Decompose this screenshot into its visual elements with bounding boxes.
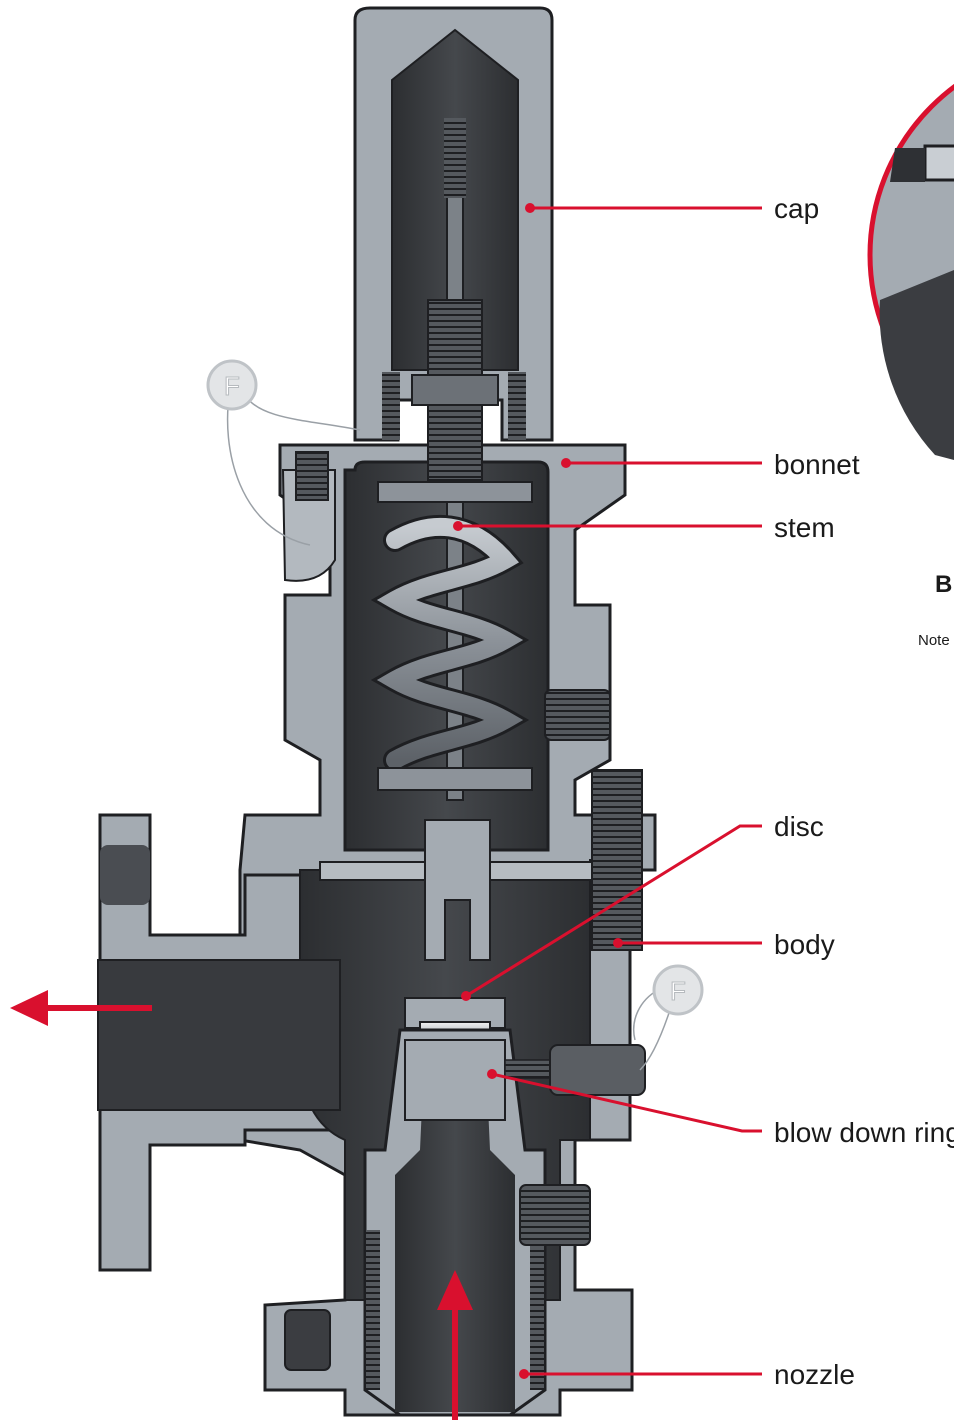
callout-disc-dot <box>461 991 471 1001</box>
label-bonnet: bonnet <box>774 449 860 480</box>
callout-blow-down-ring-line <box>491 1072 762 1133</box>
detail-heading-fragment: B <box>935 571 952 598</box>
spring <box>370 481 533 791</box>
seal-lower-disc <box>652 964 704 1016</box>
callout-stem: stem <box>453 512 835 543</box>
blow-down-ring <box>404 1039 646 1121</box>
label-body: body <box>774 929 835 960</box>
callout-blow-down-ring: blow down ring <box>487 1069 954 1148</box>
seal-upper-disc <box>206 359 258 411</box>
callout-cap-dot <box>525 203 535 213</box>
detail-inset-edge <box>890 148 925 182</box>
callout-bonnet-dot <box>561 458 571 468</box>
label-stem: stem <box>774 512 835 543</box>
spring-washer-top <box>377 481 533 503</box>
seal-wire-upper <box>226 389 361 546</box>
detail-note-fragment: Note <box>918 632 950 649</box>
callout-nozzle-dot <box>519 1369 529 1379</box>
body-outlet-boss <box>100 845 150 905</box>
callout-blow-down-ring-dot <box>487 1069 497 1079</box>
callout-disc-line <box>465 824 762 998</box>
disc-assembly <box>319 819 611 1041</box>
nozzle-thread-left <box>366 1230 380 1390</box>
body-outlet-passage <box>97 959 341 1111</box>
seal-upper: F <box>206 359 361 546</box>
callout-body-dot <box>613 938 623 948</box>
callout-bonnet: bonnet <box>561 449 860 480</box>
label-disc: disc <box>774 811 824 842</box>
detail-inset-part <box>923 144 954 182</box>
ring-pin-body <box>549 1044 646 1096</box>
blow-down-ring-part <box>404 1039 506 1121</box>
bonnet-stud-hole <box>295 451 329 501</box>
ring-pin-thread <box>504 1059 556 1079</box>
cap-thread-right <box>508 372 526 440</box>
callout-cap: cap <box>525 193 819 224</box>
cap-thread-left <box>382 372 400 440</box>
spring-washer-bottom <box>377 767 533 791</box>
stem-locknut <box>411 374 499 406</box>
arrow-up-icon <box>437 1270 473 1420</box>
detail-inset <box>867 83 954 460</box>
label-cap: cap <box>774 193 819 224</box>
spring-coils-highlight <box>376 517 524 769</box>
detail-inset-cavity <box>879 270 954 460</box>
nozzle-bore <box>395 1040 515 1412</box>
drain-plug <box>284 1309 331 1371</box>
callout-body: body <box>613 929 835 960</box>
seal-lower: F <box>633 964 704 1071</box>
nozzle-plug <box>519 1184 591 1246</box>
side-plugs <box>284 689 643 1371</box>
bonnet-plug <box>544 689 611 741</box>
callout-nozzle: nozzle <box>519 1359 855 1390</box>
callout-stem-dot <box>453 521 463 531</box>
nozzle-thread-right <box>530 1230 544 1390</box>
adjust-screw-vertical <box>591 769 643 951</box>
seal-lower-letter: F <box>670 976 686 1006</box>
label-nozzle: nozzle <box>774 1359 855 1390</box>
guide-sleeve <box>424 819 491 961</box>
stem-top-thread <box>444 118 466 198</box>
nozzle <box>363 1028 547 1417</box>
callout-disc: disc <box>461 811 824 1001</box>
seal-upper-letter: F <box>224 371 240 401</box>
label-blow-down-ring: blow down ring <box>774 1117 954 1148</box>
arrow-left-icon <box>10 990 152 1026</box>
